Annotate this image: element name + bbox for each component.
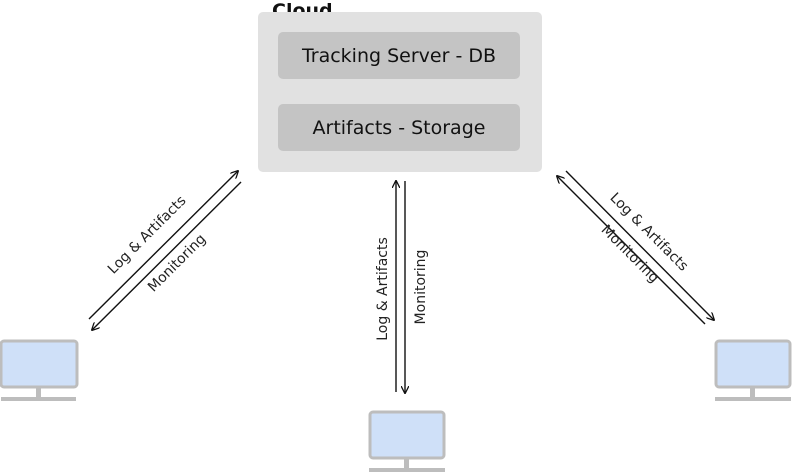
right-connection: Log & Artifacts Monitoring: [557, 170, 714, 325]
center-upload-label: Log & Artifacts: [375, 237, 391, 341]
left-download-arrow: [92, 181, 242, 330]
left-upload-arrow: [88, 171, 238, 320]
center-computer-icon: [368, 410, 446, 472]
left-computer-icon: [0, 339, 79, 401]
left-download-label: Monitoring: [145, 231, 209, 295]
right-download-arrow: [565, 170, 714, 320]
tracking-server-db-box: Tracking Server - DB: [278, 32, 520, 79]
right-computer-icon: [714, 339, 792, 401]
artifacts-storage-box: Artifacts - Storage: [278, 104, 520, 151]
center-connection: Log & Artifacts Monitoring: [375, 181, 429, 393]
cloud-container: Tracking Server - DB Artifacts - Storage: [258, 12, 542, 172]
center-download-label: Monitoring: [413, 250, 429, 325]
left-connection: Log & Artifacts Monitoring: [88, 171, 242, 330]
right-upload-arrow: [557, 176, 706, 325]
